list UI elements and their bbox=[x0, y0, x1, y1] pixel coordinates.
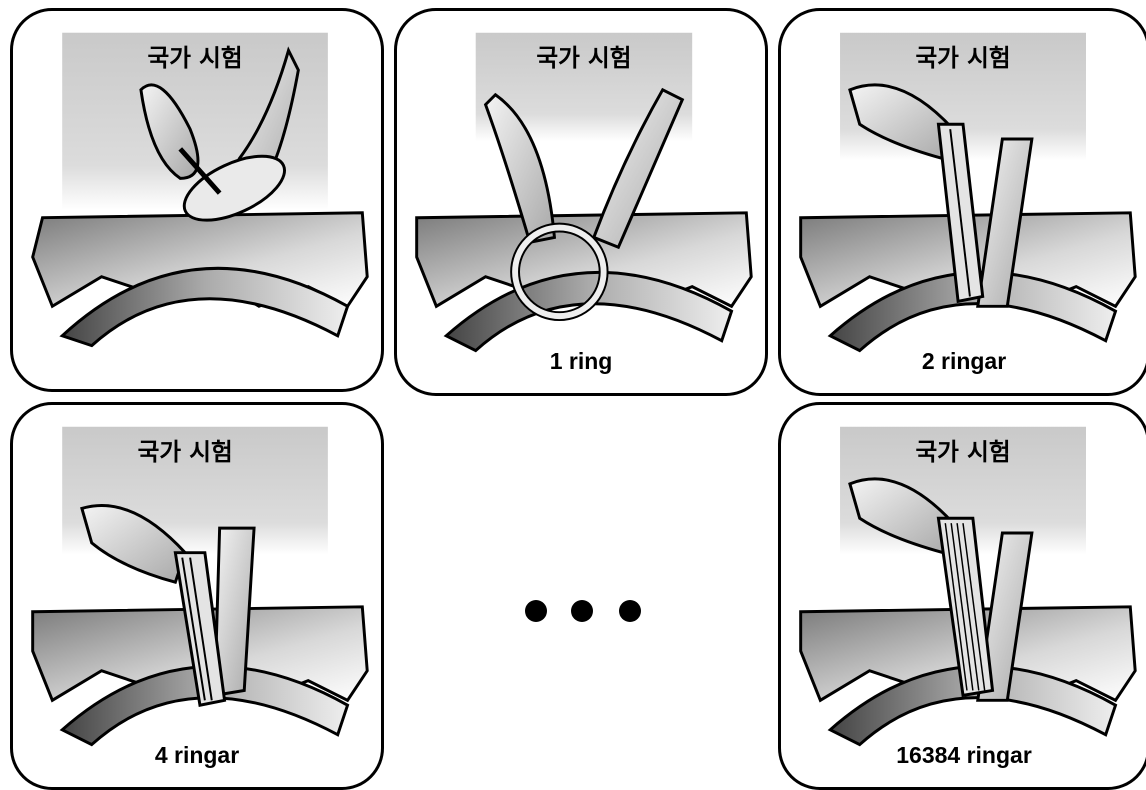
shirt-text: 국가 시험 bbox=[915, 44, 1010, 72]
panel-caption: 4 ringar bbox=[13, 742, 381, 769]
shirt-text: 국가 시험 bbox=[138, 438, 233, 466]
panel-caption: 16384 ringar bbox=[781, 742, 1146, 769]
shirt-text: 국가 시험 bbox=[536, 44, 631, 72]
panel-step-1: 국가 시험 bbox=[10, 8, 384, 392]
panel-step-final: 국가 시험 16384 ringar bbox=[778, 402, 1146, 790]
dot bbox=[619, 600, 641, 622]
cutting-bagel-illustration: 국가 시험 bbox=[13, 11, 381, 389]
dot bbox=[525, 600, 547, 622]
shirt-text: 국가 시험 bbox=[147, 44, 242, 72]
panel-caption: 2 ringar bbox=[781, 348, 1146, 375]
many-rings-illustration: 국가 시험 bbox=[781, 405, 1146, 787]
panel-caption: 1 ring bbox=[397, 348, 765, 375]
single-ring-illustration: 국가 시험 bbox=[397, 11, 765, 393]
panel-step-4: 국가 시험 4 ringar bbox=[10, 402, 384, 790]
panel-step-2: 국가 시험 1 ring bbox=[394, 8, 768, 396]
two-rings-illustration: 국가 시험 bbox=[781, 11, 1146, 393]
dot bbox=[571, 600, 593, 622]
four-rings-illustration: 국가 시험 bbox=[13, 405, 381, 787]
shirt-text: 국가 시험 bbox=[915, 438, 1010, 466]
panel-step-3: 국가 시험 2 ringar bbox=[778, 8, 1146, 396]
ellipsis-dots bbox=[515, 595, 650, 631]
